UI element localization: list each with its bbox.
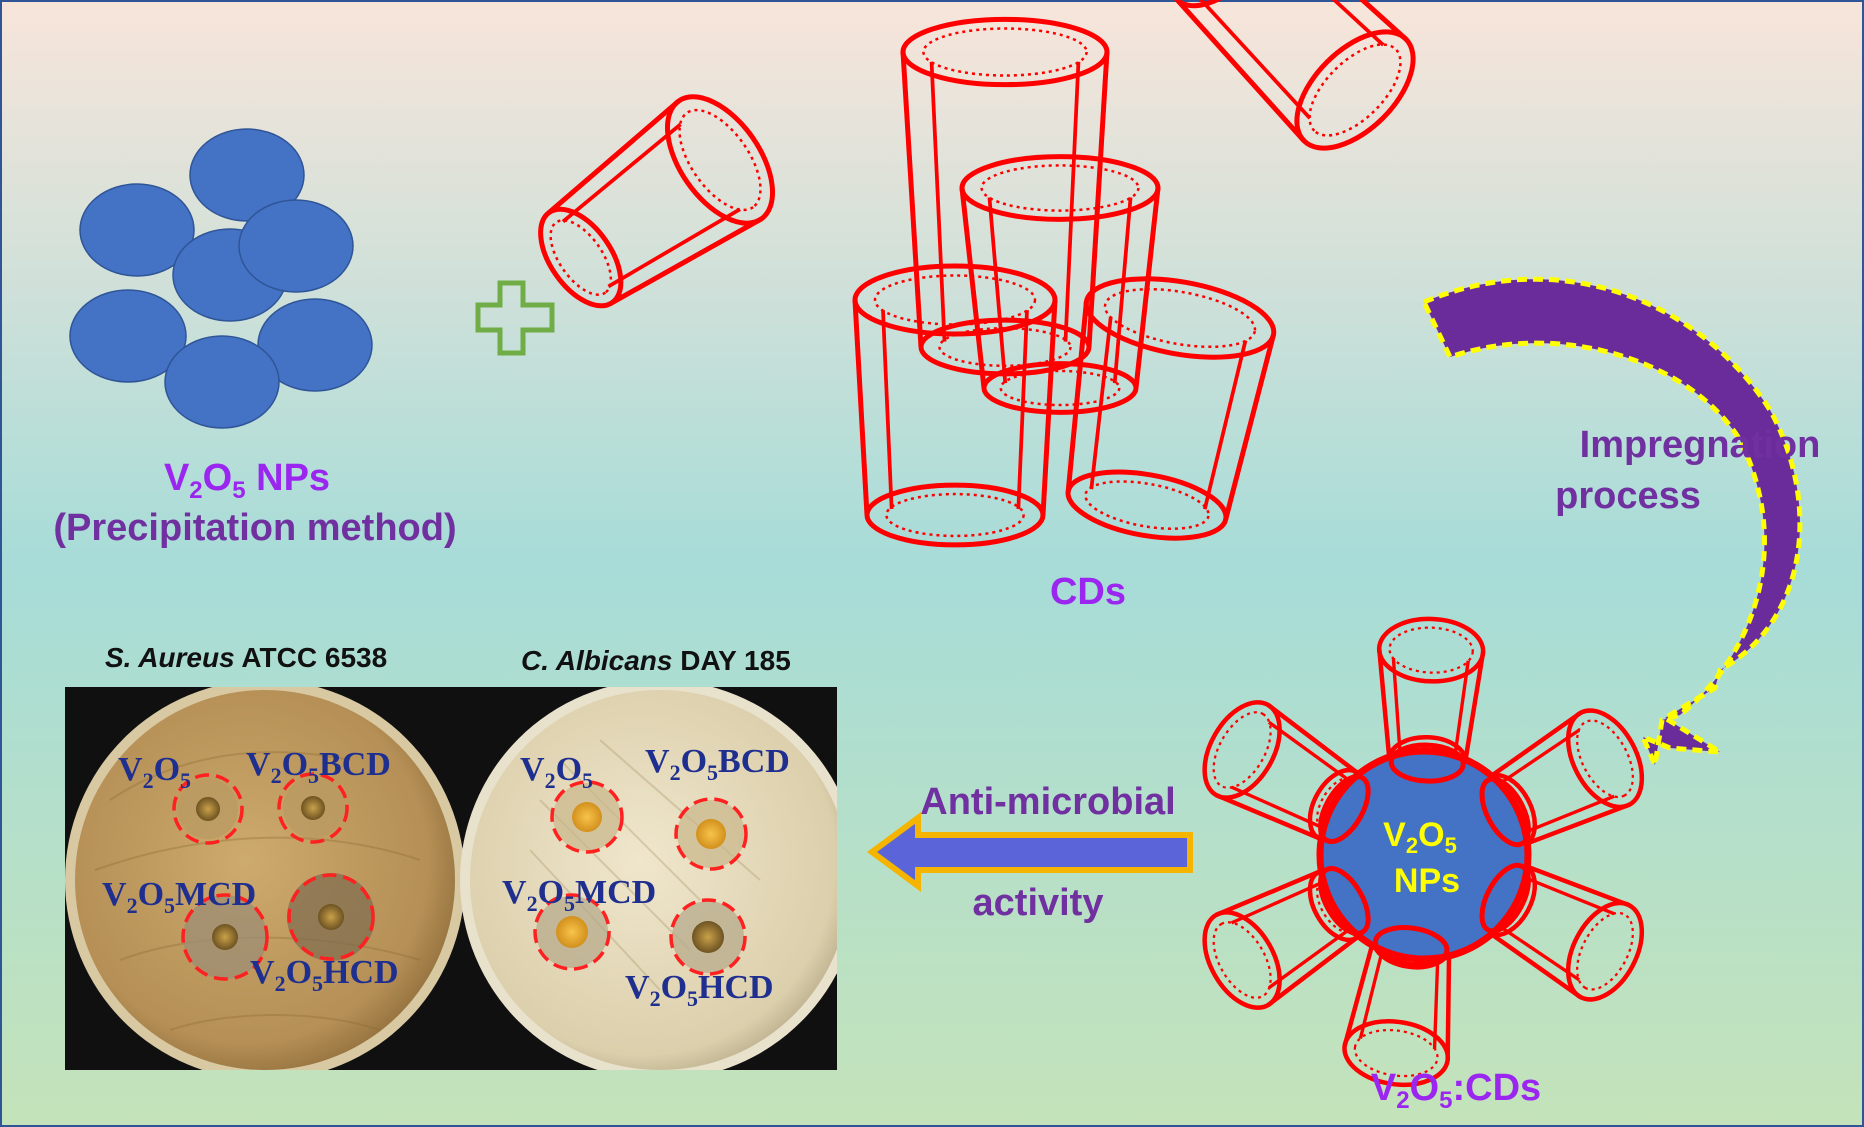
curved-arrow-icon [1420,276,1803,774]
cyclodextrin-group [538,0,1416,548]
core-rim [1318,774,1371,844]
composite-label: V2O5:CDs [1371,1067,1541,1114]
well [212,924,238,950]
cds-label: CDs [1050,571,1126,613]
well [556,916,588,948]
inhibition-zone [277,772,349,844]
left-plate-title: S. Aureus ATCC 6538 [105,642,387,673]
well [301,796,325,820]
core-rim [1479,776,1531,848]
well-label-v2o5: V2O5 [520,751,593,793]
well-label-v2o5-bcd: V2O5BCD [645,743,790,785]
composite-core-nps: NPs [1394,862,1460,900]
core-rim [1318,866,1371,936]
activity-label: activity [973,882,1104,924]
inhibition-zone [181,893,269,981]
petri-dish-photo: V2O5 V2O5BCD V2O5MCD V2O5HCD V2O5 V2O5BC… [65,687,837,1070]
well-label-v2o5: V2O5 [118,751,191,793]
v2o5-nps-label: V2O5 NPs [164,457,330,504]
core-rim [1388,742,1466,784]
impregnation-label: Impregnation [1580,424,1821,466]
cyclodextrin-cup [1202,700,1368,843]
process-label: process [1555,475,1701,517]
inhibition-zone [674,797,748,871]
nanoparticle-cluster [69,128,373,429]
inhibition-zone [287,873,375,961]
nanoparticle [257,298,373,392]
well-label-v2o5-hcd: V2O5HCD [250,954,399,996]
well [196,797,220,821]
core-rim [1479,862,1531,934]
cyclodextrin-cup [852,263,1058,548]
core-rim [1372,925,1450,968]
precipitation-method-label: (Precipitation method) [53,507,456,549]
composite-core-formula: V2O5 [1383,816,1457,858]
nanoparticle [69,289,187,383]
well [318,904,344,930]
well-label-v2o5-mcd: V2O5MCD [102,876,256,918]
cyclodextrin-cup [1168,0,1416,151]
cyclodextrin-cup [959,154,1161,415]
well-label-v2o5-hcd: V2O5HCD [625,969,774,1011]
nanoparticle [79,183,195,277]
right-plate-title: C. Albicans DAY 185 [521,645,791,676]
plus-icon [475,280,555,356]
antimicrobial-label: Anti-microbial [920,781,1175,823]
well-label-v2o5-bcd: V2O5BCD [246,746,391,788]
well [572,802,602,832]
well [692,921,724,953]
well-label-v2o5-mcd: V2O5MCD [502,874,656,916]
right-plate-agar [470,690,837,1070]
left-arrow-icon [866,812,1193,892]
left-plate-agar [75,690,455,1070]
well [696,819,726,849]
cyclodextrin-cup [538,94,776,309]
inhibition-zone [533,893,611,971]
cyclodextrin-cup [900,16,1110,377]
nanoparticle [238,199,354,293]
inhibition-zone [172,773,244,845]
composite-rims [1318,742,1531,968]
composite-core [1316,747,1532,963]
inhibition-zone [669,898,747,976]
nanoparticle [164,335,280,429]
nanoparticle [189,128,305,222]
inhibition-zone [550,780,624,854]
